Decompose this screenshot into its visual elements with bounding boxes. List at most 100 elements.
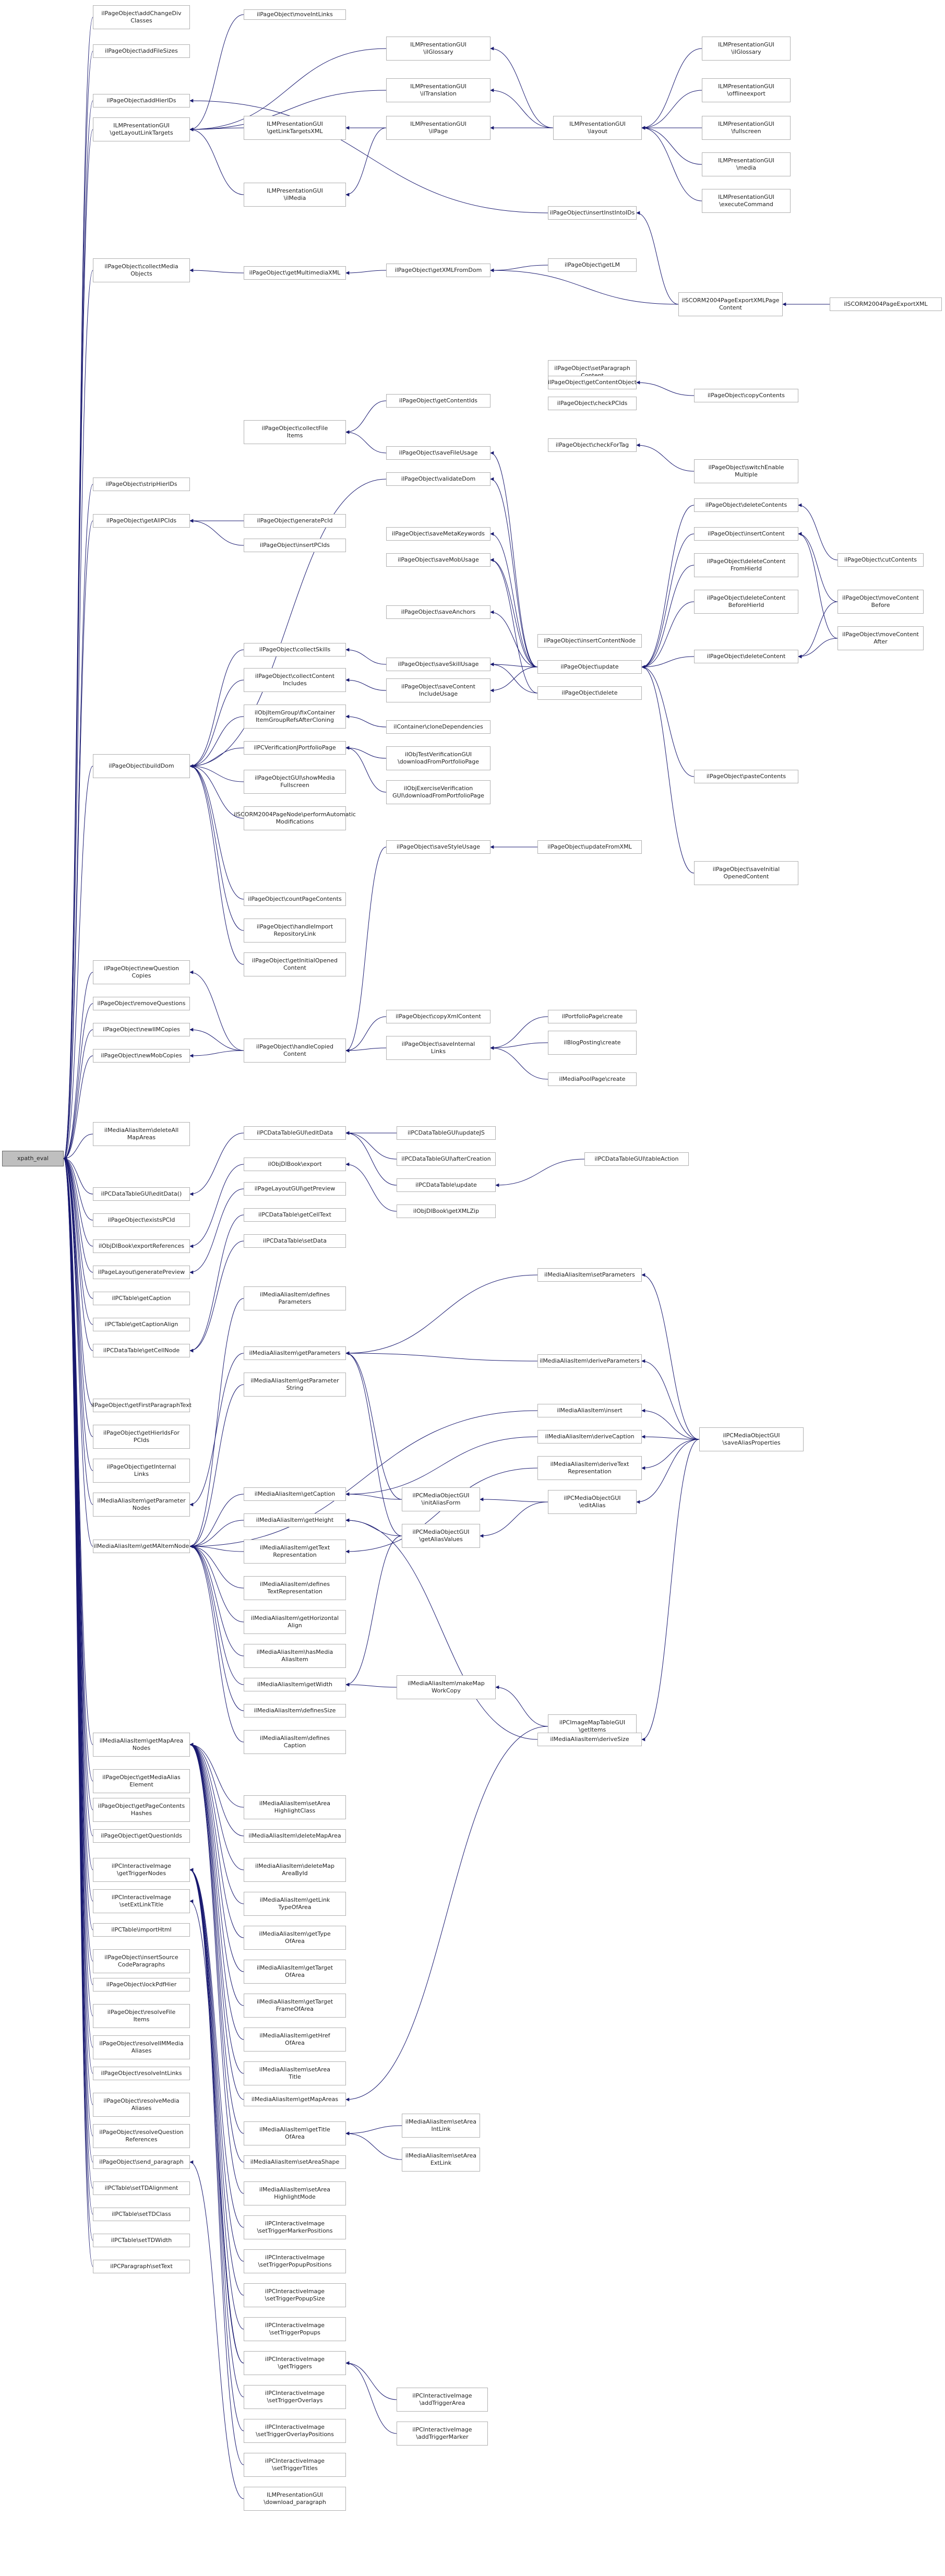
graph-node-d17[interactable]: ilMediaAliasItem\insert bbox=[537, 1404, 642, 1417]
graph-node-c7[interactable]: ilPageObject\validateDom bbox=[386, 472, 491, 486]
graph-node-b18[interactable]: ilPCDataTableGUI\editData bbox=[244, 1126, 346, 1140]
graph-node-c21[interactable]: ilPCDataTable\update bbox=[397, 1178, 496, 1192]
graph-node-c11[interactable]: ilPageObject\saveSkillUsage bbox=[386, 658, 491, 671]
graph-node-c29[interactable]: ilPCInteractiveImage \addTriggerArea bbox=[397, 2388, 488, 2412]
graph-node-a25[interactable]: ilMediaAliasItem\getMAItemNode bbox=[93, 1540, 190, 1553]
graph-node-d7[interactable]: ilPageObject\update bbox=[537, 660, 642, 674]
graph-node-e6[interactable]: ilPageObject\insertContent bbox=[694, 527, 798, 541]
graph-node-c2[interactable]: ILMPresentationGUI \ilTranslation bbox=[386, 78, 491, 102]
graph-node-c10[interactable]: ilPageObject\saveAnchors bbox=[386, 605, 491, 619]
graph-node-b51[interactable]: ilPCInteractiveImage \setTriggerPopups bbox=[244, 2317, 346, 2341]
graph-node-a17[interactable]: ilPageLayout\generatePreview bbox=[93, 1266, 190, 1279]
graph-node-b41[interactable]: ilMediaAliasItem\getTarget FrameOfArea bbox=[244, 1994, 346, 2018]
graph-node-b36[interactable]: ilMediaAliasItem\deleteMapArea bbox=[244, 1829, 346, 1843]
graph-node-c27[interactable]: ilMediaAliasItem\setArea IntLink bbox=[402, 2114, 480, 2138]
graph-node-b5[interactable]: ilPageObject\collectFile Items bbox=[244, 420, 346, 444]
root-node[interactable]: xpath_eval bbox=[2, 1151, 64, 1166]
graph-node-c3[interactable]: ILMPresentationGUI \ilPage bbox=[386, 116, 491, 140]
graph-node-b10[interactable]: ilObjItemGroup\fixContainer ItemGroupRef… bbox=[244, 705, 346, 729]
graph-node-a42[interactable]: ilPCTable\setTDClass bbox=[93, 2208, 190, 2221]
graph-node-b19[interactable]: ilObjDlBook\export bbox=[244, 1158, 346, 1171]
graph-node-b46[interactable]: ilMediaAliasItem\setAreaShape bbox=[244, 2155, 346, 2169]
graph-node-a31[interactable]: ilPCInteractiveImage \setExtLinkTitle bbox=[93, 1889, 190, 1913]
graph-node-c4[interactable]: ilPageObject\getXMLFromDom bbox=[386, 264, 491, 277]
graph-node-d16[interactable]: ilMediaAliasItem\deriveParameters bbox=[537, 1354, 642, 1368]
graph-node-b22[interactable]: ilPCDataTable\setData bbox=[244, 1234, 346, 1248]
graph-node-b38[interactable]: ilMediaAliasItem\getLink TypeOfArea bbox=[244, 1892, 346, 1916]
graph-node-f6[interactable]: ilSCORM2004PageExportXML bbox=[830, 297, 942, 311]
graph-node-e11[interactable]: ilPageObject\saveInitial OpenedContent bbox=[694, 861, 798, 885]
graph-node-f2[interactable]: ILMPresentationGUI \ofﬂineexport bbox=[702, 78, 791, 102]
graph-node-b31[interactable]: ilMediaAliasItem\hasMedia AliasItem bbox=[244, 1644, 346, 1668]
graph-node-b45[interactable]: ilMediaAliasItem\getTitle OfArea bbox=[244, 2121, 346, 2145]
graph-node-b42[interactable]: ilMediaAliasItem\getHref OfArea bbox=[244, 2028, 346, 2052]
graph-node-d1[interactable]: ilPageObject\insertInstIntoIDs bbox=[548, 206, 637, 220]
graph-node-a33[interactable]: ilPageObject\insertSource CodeParagraphs bbox=[93, 1949, 190, 1973]
graph-node-b50[interactable]: ilPCInteractiveImage \setTriggerPopupSiz… bbox=[244, 2283, 346, 2307]
graph-node-a28[interactable]: ilPageObject\getPageContents Hashes bbox=[93, 1798, 190, 1822]
graph-node-e3[interactable]: ilPageObject\copyContents bbox=[694, 389, 798, 402]
graph-node-b39[interactable]: ilMediaAliasItem\getType OfArea bbox=[244, 1926, 346, 1950]
graph-node-a1[interactable]: ilPageObject\addChangeDiv Classes bbox=[93, 5, 190, 29]
graph-node-d19[interactable]: ilMediaAliasItem\deriveText Representati… bbox=[537, 1456, 642, 1480]
graph-node-e10[interactable]: ilPageObject\pasteContents bbox=[694, 770, 798, 783]
graph-node-a3[interactable]: ilPageObject\addHierIDs bbox=[93, 94, 190, 108]
graph-node-e1[interactable]: ILMPresentationGUI \layout bbox=[553, 116, 642, 140]
graph-node-a6[interactable]: ilPageObject\stripHierIDs bbox=[93, 478, 190, 491]
graph-node-b44[interactable]: ilMediaAliasItem\getMapAreas bbox=[244, 2093, 346, 2106]
graph-node-b28[interactable]: ilMediaAliasItem\getText Representation bbox=[244, 1540, 346, 1564]
graph-node-a7[interactable]: ilPageObject\getAllPCIds bbox=[93, 514, 190, 528]
graph-node-a13[interactable]: ilMediaAliasItem\deleteAll MapAreas bbox=[93, 1122, 190, 1146]
graph-node-a23[interactable]: ilPageObject\getInternal Links bbox=[93, 1459, 190, 1483]
graph-node-d21[interactable]: ilMediaAliasItem\deriveSize bbox=[537, 1733, 642, 1746]
graph-node-a43[interactable]: ilPCTable\setTDWidth bbox=[93, 2234, 190, 2247]
graph-node-a14[interactable]: ilPCDataTableGUI\editData() bbox=[93, 1187, 190, 1201]
graph-node-d11[interactable]: ilPortfolioPage\create bbox=[548, 1010, 637, 1023]
graph-node-b49[interactable]: ilPCInteractiveImage \setTriggerPopupPos… bbox=[244, 2249, 346, 2273]
graph-node-c16[interactable]: ilPageObject\saveStyleUsage bbox=[386, 840, 491, 854]
graph-node-b37[interactable]: ilMediaAliasItem\deleteMap AreaById bbox=[244, 1858, 346, 1882]
graph-node-a15[interactable]: ilPageObject\existsPCId bbox=[93, 1213, 190, 1227]
graph-node-a16[interactable]: ilObjDlBook\exportReferences bbox=[93, 1239, 190, 1253]
graph-node-e4[interactable]: ilPageObject\switchEnable Multiple bbox=[694, 459, 798, 483]
graph-node-d14[interactable]: ilPCDataTableGUI\tableAction bbox=[584, 1152, 689, 1166]
graph-node-e9[interactable]: ilPageObject\deleteContent bbox=[694, 650, 798, 663]
graph-node-a36[interactable]: ilPageObject\resolveIIMMedia Aliases bbox=[93, 2035, 190, 2059]
graph-node-f7[interactable]: ilPageObject\cutContents bbox=[838, 553, 924, 567]
graph-node-c13[interactable]: ilContainer\cloneDependencies bbox=[386, 720, 491, 734]
graph-node-b3[interactable]: ILMPresentationGUI \ilMedia bbox=[244, 183, 346, 207]
graph-node-f1[interactable]: ILMPresentationGUI \ilGlossary bbox=[702, 37, 791, 61]
graph-node-a9[interactable]: ilPageObject\newQuestion Copies bbox=[93, 960, 190, 984]
graph-node-f5[interactable]: ILMPresentationGUI \executeCommand bbox=[702, 189, 791, 213]
graph-node-a22[interactable]: ilPageObject\getHierIdsFor PCIds bbox=[93, 1425, 190, 1449]
graph-node-a37[interactable]: ilPageObject\resolveIntLinks bbox=[93, 2067, 190, 2080]
graph-node-b47[interactable]: ilMediaAliasItem\setArea HighlightMode bbox=[244, 2181, 346, 2205]
graph-node-b21[interactable]: ilPCDataTable\getCellText bbox=[244, 1208, 346, 1222]
graph-node-b30[interactable]: ilMediaAliasItem\getHorizontal Align bbox=[244, 1610, 346, 1634]
graph-node-c24[interactable]: ilPCMediaObjectGUI \getAliasValues bbox=[402, 1524, 480, 1548]
graph-node-c25[interactable]: ilMediaAliasItem\makeMap WorkCopy bbox=[397, 1675, 496, 1699]
graph-node-a44[interactable]: ilPCParagraph\setText bbox=[93, 2260, 190, 2273]
graph-node-a18[interactable]: ilPCTable\getCaption bbox=[93, 1292, 190, 1305]
graph-node-b8[interactable]: ilPageObject\collectSkills bbox=[244, 643, 346, 657]
graph-node-c28[interactable]: ilMediaAliasItem\setArea ExtLink bbox=[402, 2148, 480, 2172]
graph-node-a32[interactable]: ilPCTable\importHtml bbox=[93, 1923, 190, 1937]
graph-node-b1[interactable]: ilPageObject\moveIntLinks bbox=[244, 9, 346, 20]
graph-node-c23[interactable]: ilPCMediaObjectGUI \initAliasForm bbox=[402, 1487, 480, 1511]
graph-node-f8[interactable]: ilPageObject\moveContent Before bbox=[838, 590, 924, 614]
graph-node-a24[interactable]: ilMediaAliasItem\getParameter Nodes bbox=[93, 1493, 190, 1517]
graph-node-c15[interactable]: ilObjExerciseVerification GUI\downloadFr… bbox=[386, 780, 491, 804]
graph-node-b55[interactable]: ilPCInteractiveImage \setTriggerTitles bbox=[244, 2453, 346, 2477]
graph-node-c1[interactable]: ILMPresentationGUI \ilGlossary bbox=[386, 37, 491, 61]
graph-node-b23[interactable]: ilMediaAliasItem\deﬁnes Parameters bbox=[244, 1286, 346, 1310]
graph-node-b26[interactable]: ilMediaAliasItem\getCaption bbox=[244, 1487, 346, 1501]
graph-node-c8[interactable]: ilPageObject\saveMetaKeywords bbox=[386, 527, 491, 541]
graph-node-a4[interactable]: ILMPresentationGUI \getLayoutLinkTargets bbox=[93, 117, 190, 141]
graph-node-f9[interactable]: ilPageObject\moveContent After bbox=[838, 626, 924, 650]
graph-node-b25[interactable]: ilMediaAliasItem\getParameter String bbox=[244, 1373, 346, 1397]
graph-node-b33[interactable]: ilMediaAliasItem\deﬁnesSize bbox=[244, 1704, 346, 1718]
graph-node-a26[interactable]: ilMediaAliasItem\getMapArea Nodes bbox=[93, 1733, 190, 1757]
graph-node-b14[interactable]: ilPageObject\countPageContents bbox=[244, 892, 346, 906]
graph-node-a2[interactable]: ilPageObject\addFileSizes bbox=[93, 44, 190, 58]
graph-node-c19[interactable]: ilPCDataTableGUI\updateJS bbox=[397, 1126, 496, 1140]
